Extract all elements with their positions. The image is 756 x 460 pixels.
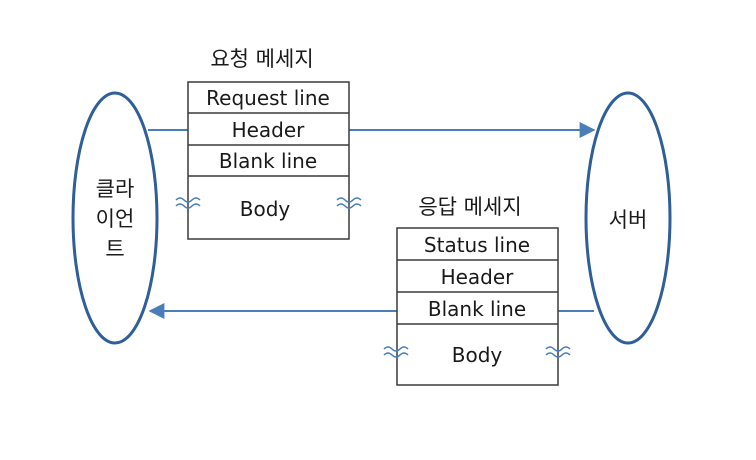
response-header-row: Header bbox=[441, 265, 515, 289]
request-title: 요청 메세지 bbox=[210, 47, 313, 71]
client-node: 클라 이언 트 bbox=[71, 91, 159, 345]
request-blank-line-row: Blank line bbox=[219, 149, 317, 173]
request-box bbox=[187, 81, 350, 240]
request-break-right-icon bbox=[336, 197, 362, 209]
response-break-right-icon bbox=[545, 346, 571, 358]
server-node: 서버 bbox=[584, 91, 672, 345]
server-label: 서버 bbox=[609, 208, 648, 232]
client-ellipse bbox=[71, 91, 159, 345]
response-body: Body bbox=[452, 343, 503, 367]
response-box bbox=[396, 227, 559, 386]
client-label-line-3: 트 bbox=[105, 237, 124, 261]
response-break-left-icon bbox=[383, 346, 409, 358]
request-header-row: Header bbox=[232, 118, 306, 142]
client-label-line-2: 이언 bbox=[96, 207, 135, 231]
response-title: 응답 메세지 bbox=[418, 195, 521, 219]
server-ellipse bbox=[584, 91, 672, 345]
request-message: 요청 메세지 Request line Header Blank line Bo… bbox=[175, 47, 362, 240]
response-status-line-row: Status line bbox=[424, 233, 530, 257]
request-body: Body bbox=[240, 197, 291, 221]
request-line-row: Request line bbox=[206, 86, 330, 110]
request-break-left-icon bbox=[175, 197, 201, 209]
client-label-line-1: 클라 bbox=[96, 177, 135, 201]
response-blank-line-row: Blank line bbox=[428, 297, 526, 321]
response-message: 응답 메세지 Status line Header Blank line Bod… bbox=[383, 195, 571, 386]
